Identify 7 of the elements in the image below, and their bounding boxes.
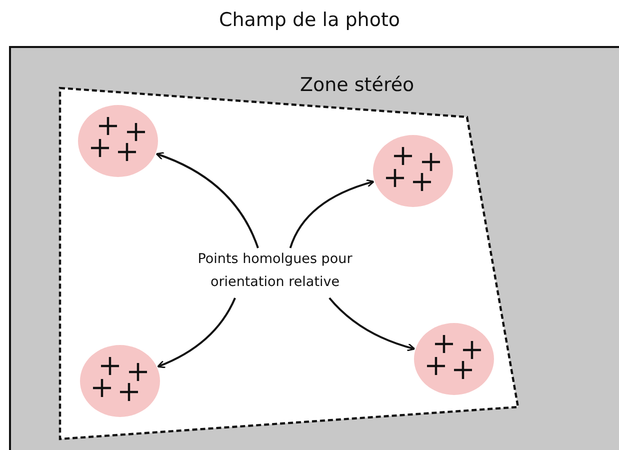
arrow xyxy=(156,152,259,248)
arrow xyxy=(328,297,416,352)
arrow xyxy=(289,179,374,248)
zone-label: Zone stéréo xyxy=(300,74,414,96)
note-text: Points homolgues pour orientation relative xyxy=(196,250,354,292)
arrow xyxy=(157,298,236,368)
frame-title: Champ de la photo xyxy=(218,9,402,31)
